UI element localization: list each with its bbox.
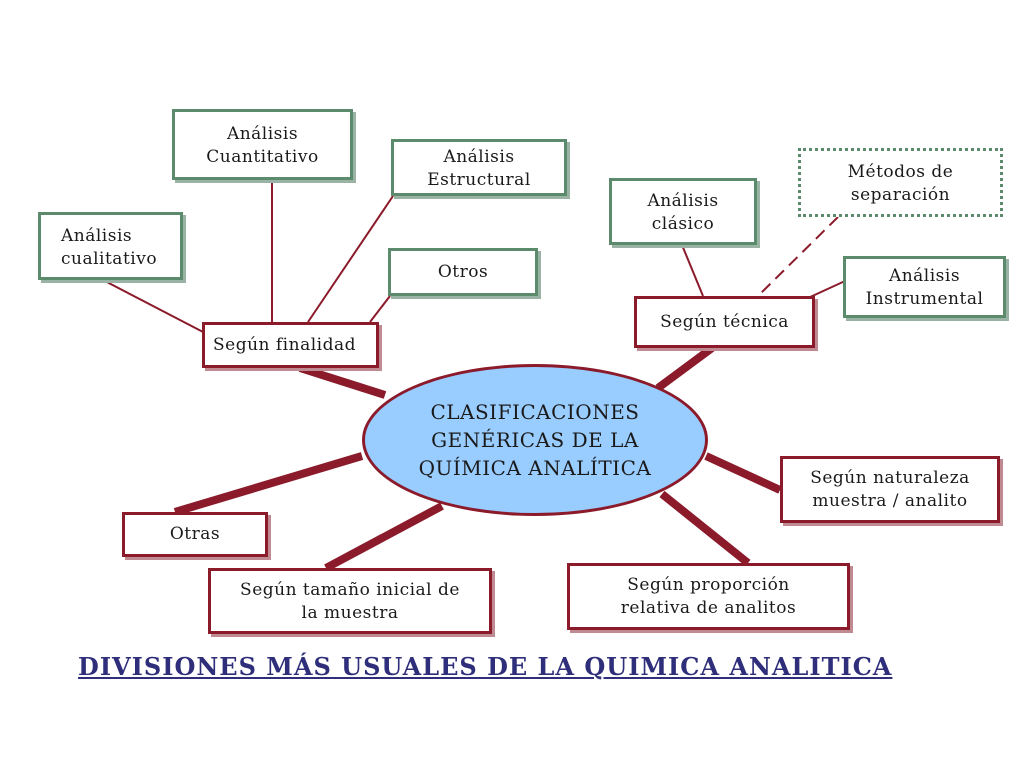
branch-otras [173, 452, 364, 516]
node-line: relativa de analitos [620, 598, 797, 618]
node-line: Según naturaleza [810, 468, 970, 488]
node-line: separación [850, 185, 951, 205]
link-metodos-dashed [759, 216, 839, 295]
node-otras: Otras [122, 512, 268, 557]
node-otros: Otros [388, 248, 538, 296]
node-line: Cuantitativo [206, 147, 319, 167]
node-line: la muestra [301, 603, 399, 623]
node-label: Según finalidad [213, 334, 356, 355]
node-analisis-cuantitativo: Análisis Cuantitativo [172, 109, 353, 180]
branch-finalidad [298, 364, 387, 399]
node-line: Métodos de [847, 162, 954, 182]
node-analisis-estructural: Análisis Estructural [391, 139, 567, 196]
node-line: muestra / analito [812, 491, 968, 511]
node-line: Estructural [427, 170, 531, 190]
node-line: Según proporción [627, 575, 790, 595]
center-node: CLASIFICACIONES GENÉRICAS DE LA QUÍMICA … [362, 364, 708, 516]
node-line: Análisis [888, 266, 961, 286]
node-segun-tecnica: Según técnica [634, 296, 815, 348]
node-line: Según tamaño inicial de [240, 580, 460, 600]
branch-tamano [324, 502, 444, 572]
node-label: Otros [437, 261, 489, 282]
center-line: GENÉRICAS DE LA [431, 428, 639, 452]
diagram-title: DIVISIONES MÁS USUALES DE LA QUIMICA ANA… [78, 652, 893, 681]
node-analisis-instrumental: Análisis Instrumental [843, 256, 1006, 318]
link-cualitativo [102, 279, 206, 334]
node-line: Análisis [226, 124, 299, 144]
node-line: cualitativo [61, 249, 158, 269]
node-segun-naturaleza: Según naturaleza muestra / analito [780, 456, 1000, 523]
node-analisis-clasico: Análisis clásico [609, 178, 757, 245]
link-clasico [681, 244, 704, 297]
center-line: CLASIFICACIONES [430, 400, 640, 424]
node-line: Análisis [443, 147, 515, 167]
node-metodos-separacion: Métodos de separación [798, 148, 1003, 217]
node-segun-proporcion: Según proporción relativa de analitos [567, 563, 850, 630]
node-analisis-cualitativo: Análisis cualitativo [38, 212, 183, 280]
node-segun-tamano: Según tamaño inicial de la muestra [208, 568, 492, 634]
branch-naturaleza [704, 452, 782, 494]
link-estructural [307, 195, 394, 323]
center-line: QUÍMICA ANALÍTICA [418, 456, 652, 480]
node-label: Según técnica [660, 311, 789, 332]
node-line: Análisis [647, 191, 719, 211]
link-instrumental [807, 280, 846, 299]
branch-tecnica [655, 344, 715, 392]
node-line: clásico [651, 214, 715, 234]
node-line: Instrumental [865, 289, 984, 309]
node-line: Análisis [61, 226, 133, 246]
branch-proporcion [659, 490, 751, 567]
node-segun-finalidad: Según finalidad [202, 322, 379, 368]
link-otros [369, 295, 391, 323]
node-label: Otras [169, 524, 221, 544]
